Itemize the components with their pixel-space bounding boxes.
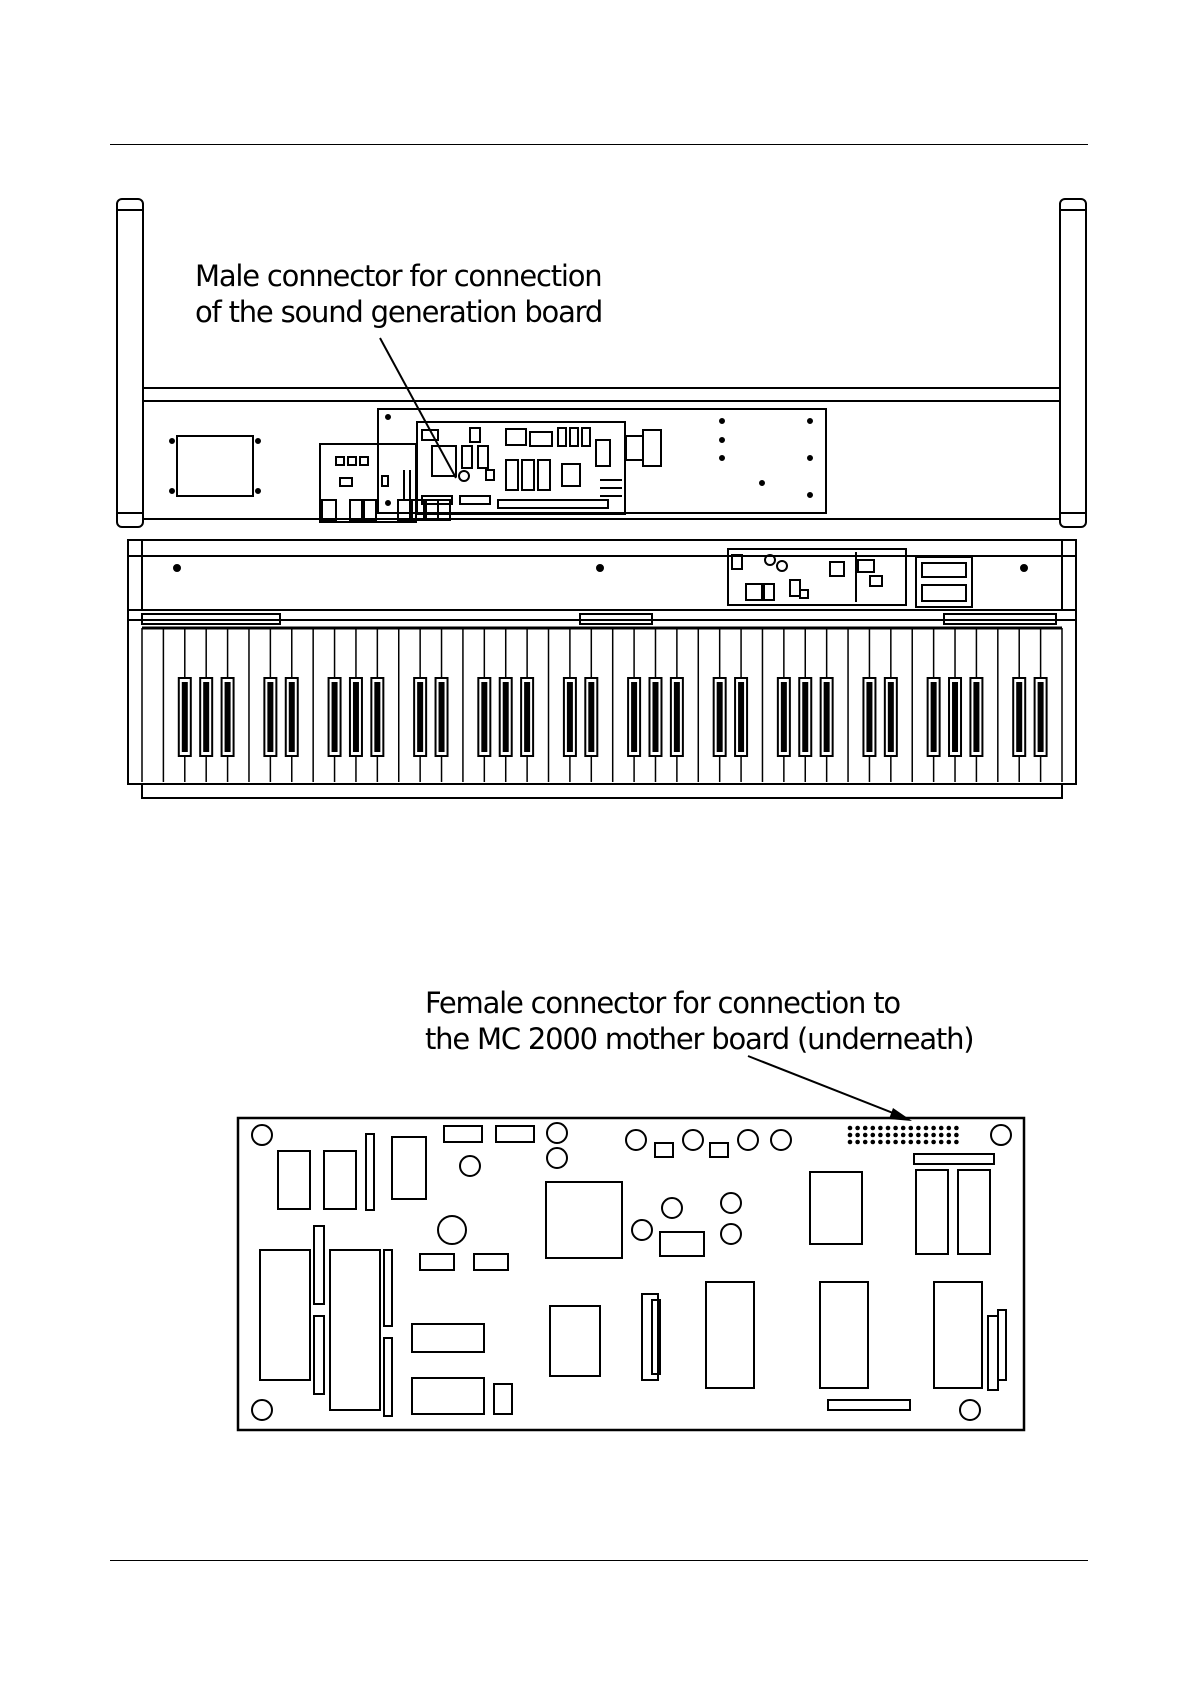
- connector-pin: [909, 1126, 914, 1131]
- connector-pin: [855, 1133, 860, 1138]
- female-connector-callout: Female connector for connection to the M…: [425, 985, 973, 1057]
- connector-pin: [893, 1140, 898, 1145]
- black-key-face: [631, 682, 637, 752]
- keyboard-keys: [142, 628, 1062, 782]
- left-end-cap: [117, 199, 143, 527]
- connector-pin: [848, 1133, 853, 1138]
- black-key-face: [267, 682, 273, 752]
- connector-pin: [855, 1140, 860, 1145]
- connector-pin: [878, 1133, 883, 1138]
- connector-pin: [916, 1140, 921, 1145]
- connector-pin: [855, 1126, 860, 1131]
- black-key-face: [952, 682, 958, 752]
- connector-pin: [947, 1126, 952, 1131]
- connector-pin: [863, 1133, 868, 1138]
- pcb-diagram: [238, 1118, 1024, 1430]
- connector-pin: [878, 1140, 883, 1145]
- connector-pin: [931, 1140, 936, 1145]
- female-connector-callout-line1: Female connector for connection to: [425, 985, 973, 1021]
- connector-pin: [924, 1133, 929, 1138]
- black-key-face: [225, 682, 231, 752]
- black-key-face: [802, 682, 808, 752]
- connector-pin: [886, 1133, 891, 1138]
- connector-pin: [939, 1133, 944, 1138]
- black-key-face: [417, 682, 423, 752]
- mounting-plate: [378, 409, 826, 513]
- connector-pin: [954, 1140, 959, 1145]
- black-key-face: [439, 682, 445, 752]
- black-key-face: [1016, 682, 1022, 752]
- connector-pin: [863, 1126, 868, 1131]
- connector-pin: [871, 1140, 876, 1145]
- connector-pin: [947, 1140, 952, 1145]
- connector-pin: [909, 1140, 914, 1145]
- connector-pin: [916, 1133, 921, 1138]
- connector-pin: [931, 1133, 936, 1138]
- connector-pin: [901, 1126, 906, 1131]
- black-key-face: [503, 682, 509, 752]
- connector-pin: [916, 1126, 921, 1131]
- black-key-face: [182, 682, 188, 752]
- black-key-face: [674, 682, 680, 752]
- connector-pin: [924, 1140, 929, 1145]
- connector-pin: [901, 1133, 906, 1138]
- black-key-face: [931, 682, 937, 752]
- connector-pin: [848, 1126, 853, 1131]
- black-key-face: [824, 682, 830, 752]
- amplifier-board: [728, 549, 972, 607]
- connector-pin: [886, 1126, 891, 1131]
- black-key-face: [481, 682, 487, 752]
- male-connector-callout-line1: Male connector for connection: [195, 258, 602, 294]
- black-key-face: [973, 682, 979, 752]
- connector-pin: [886, 1140, 891, 1145]
- black-key-face: [524, 682, 530, 752]
- connector-pin: [871, 1126, 876, 1131]
- black-key-face: [652, 682, 658, 752]
- male-connector-callout-line2: of the sound generation board: [195, 294, 602, 330]
- black-key-face: [289, 682, 295, 752]
- connector-pin: [954, 1133, 959, 1138]
- connector-pin: [893, 1133, 898, 1138]
- connector-pin: [848, 1140, 853, 1145]
- connector-pin: [863, 1140, 868, 1145]
- right-end-cap: [1060, 199, 1086, 527]
- connector-pin: [924, 1126, 929, 1131]
- black-key-face: [717, 682, 723, 752]
- connector-pin: [871, 1133, 876, 1138]
- connector-pin: [878, 1126, 883, 1131]
- black-key-face: [738, 682, 744, 752]
- black-key-face: [588, 682, 594, 752]
- connector-pin: [939, 1140, 944, 1145]
- black-key-face: [567, 682, 573, 752]
- black-key-face: [332, 682, 338, 752]
- connector-pin: [893, 1126, 898, 1131]
- black-key-face: [203, 682, 209, 752]
- black-key-face: [781, 682, 787, 752]
- male-connector-callout: Male connector for connection of the sou…: [195, 258, 602, 330]
- connector-pin: [947, 1133, 952, 1138]
- female-connector: [848, 1126, 959, 1145]
- black-key-face: [353, 682, 359, 752]
- black-key-face: [374, 682, 380, 752]
- connector-pin: [909, 1133, 914, 1138]
- black-key-face: [888, 682, 894, 752]
- connector-pin: [954, 1126, 959, 1131]
- black-key-face: [1038, 682, 1044, 752]
- connector-pin: [931, 1126, 936, 1131]
- interface-board: [320, 444, 450, 522]
- connector-pin: [901, 1140, 906, 1145]
- connector-pin: [939, 1126, 944, 1131]
- black-key-face: [866, 682, 872, 752]
- female-connector-leader: [748, 1056, 912, 1121]
- female-connector-callout-line2: the MC 2000 mother board (underneath): [425, 1021, 973, 1057]
